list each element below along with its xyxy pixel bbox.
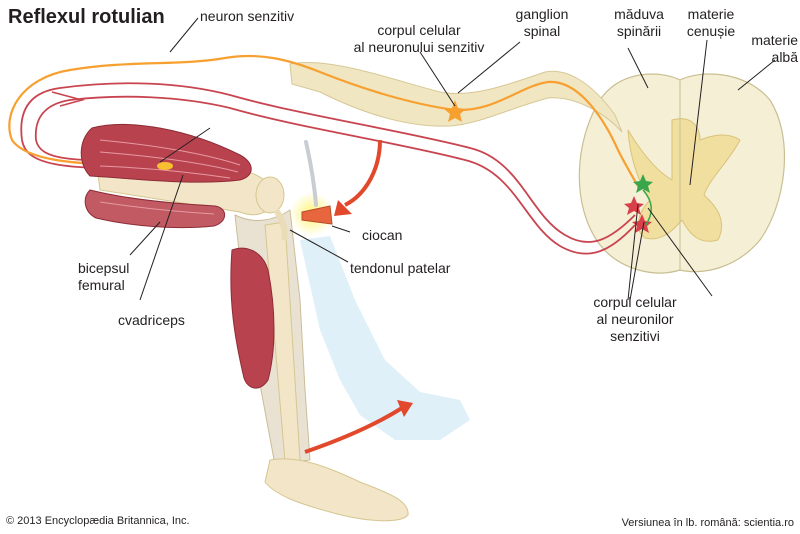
motion-arrows [304, 139, 413, 454]
label-corp-neuron-senzitiv: corpul celular al neuronului senzitiv [353, 22, 485, 55]
calf-muscle [230, 247, 275, 389]
label-neuron-senzitiv: neuron senzitiv [200, 8, 295, 24]
patella [255, 176, 285, 214]
leader-lines [129, 17, 776, 301]
motor-neuron-star [633, 174, 653, 193]
grey-matter [627, 118, 741, 242]
lower-leg [230, 209, 409, 522]
spinal-cord [578, 73, 786, 274]
neuron-cell-bodies [444, 100, 653, 233]
motor-nerve-outer [20, 82, 636, 243]
muscle-spindle [157, 162, 173, 170]
label-materie-alba: materie albă [751, 32, 798, 65]
quadriceps-muscle [80, 123, 252, 183]
motor-nerve-inner [34, 95, 636, 255]
label-ciocan: ciocan [362, 227, 403, 243]
sensory-nerve [8, 54, 641, 191]
hammer-head [301, 205, 333, 225]
interneuron-star-1 [624, 196, 644, 215]
label-bicepsul-femural: bicepsul femural [78, 260, 130, 293]
thigh-muscles [80, 123, 252, 229]
nerve-fibers [8, 54, 641, 255]
footer-version: Versiunea în lb. română: scientia.ro [621, 517, 794, 529]
interneuron-star-2 [632, 214, 652, 233]
label-cvadriceps: cvadriceps [118, 312, 185, 328]
label-materie-cenusie: materie cenușie [686, 6, 736, 39]
dorsal-root-ganglion [289, 62, 623, 133]
label-tendonul-patelar: tendonul patelar [350, 260, 451, 276]
sensory-neuron-star [444, 100, 466, 122]
hammer-arrow [344, 139, 382, 207]
reflex-hammer [301, 140, 333, 225]
label-corp-neuroni-senzitivi: corpul celular al neuronilor senzitivi [593, 294, 677, 344]
foot [264, 458, 409, 522]
hammer-handle [304, 140, 318, 207]
label-ganglion-spinal: ganglion spinal [515, 6, 569, 39]
diagram-title: Reflexul rotulian [8, 6, 165, 28]
kick-arrow [304, 406, 404, 454]
label-maduva-spinarii: măduva spinării [614, 6, 664, 39]
footer-copyright: © 2013 Encyclopædia Britannica, Inc. [6, 515, 190, 527]
extended-leg-ghost [300, 236, 470, 440]
patellar-tendon [273, 208, 288, 241]
